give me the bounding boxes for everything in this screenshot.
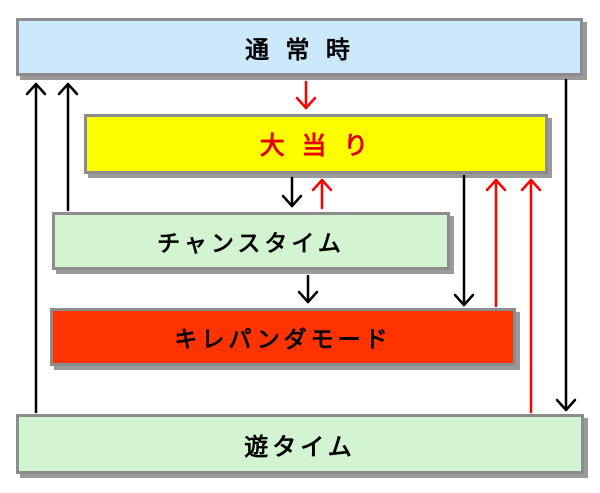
arrow-chance-time-to-big-win	[311, 178, 333, 210]
state-chance-time: チャンスタイム	[52, 212, 450, 270]
arrow-chance-time-to-kirepanda	[297, 274, 319, 304]
arrow-normal-to-big-win	[295, 80, 317, 110]
arrow-big-win-to-chance-time	[281, 176, 303, 208]
state-normal-label: 通 常 時	[245, 35, 354, 64]
state-big-win: 大 当 り	[84, 114, 548, 174]
arrow-kirepanda-to-big-win	[485, 178, 507, 308]
state-asobi-time: 遊タイム	[16, 414, 584, 474]
arrow-chance-time-to-normal	[57, 82, 79, 212]
state-normal: 通 常 時	[16, 18, 583, 76]
state-big-win-label: 大 当 り	[259, 131, 373, 160]
state-chance-time-label: チャンスタイム	[157, 231, 345, 257]
state-kirepanda-mode: キレパンダモード	[50, 308, 516, 366]
arrow-normal-to-asobi-time	[555, 78, 577, 412]
arrow-big-win-to-kirepanda	[453, 174, 475, 307]
state-asobi-time-label: 遊タイム	[244, 432, 356, 461]
arrow-asobi-time-to-normal	[25, 82, 47, 414]
arrow-asobi-time-to-big-win	[520, 178, 542, 414]
state-kirepanda-mode-label: キレパンダモード	[174, 327, 392, 353]
